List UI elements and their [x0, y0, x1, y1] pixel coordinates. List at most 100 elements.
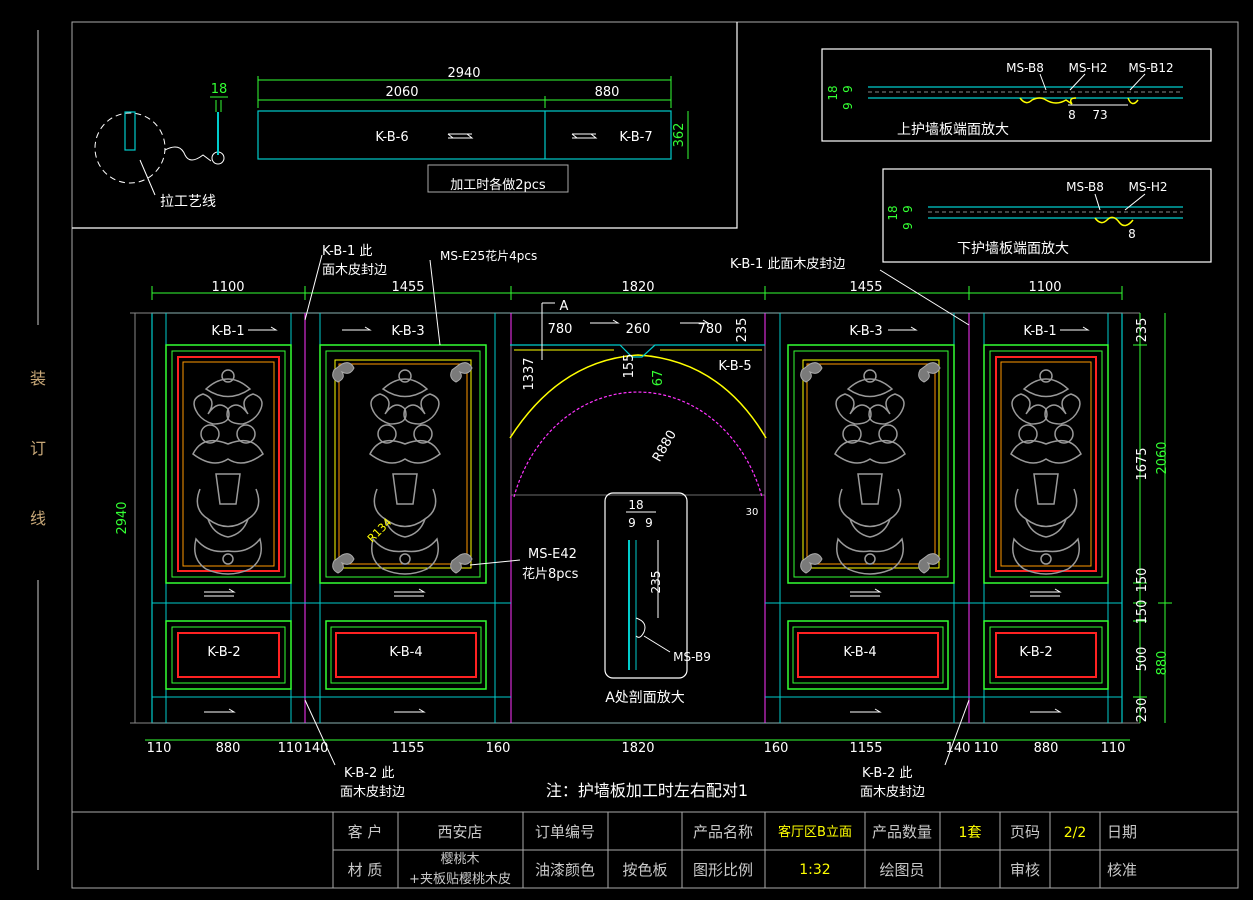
upper-label-msb8: MS-B8 — [1006, 61, 1044, 75]
upper-label-msh2: MS-H2 — [1069, 61, 1108, 75]
elevation-note: 注：护墙板加工时左右配对1 — [546, 781, 748, 800]
upper-label-msb12: MS-B12 — [1128, 61, 1173, 75]
arch-vert-155: 155 — [622, 354, 637, 379]
lower-section-detail: MS-B8 MS-H2 18 9 9 8 下护墙板端面放大 — [882, 168, 1212, 263]
lower-label-msb8: MS-B8 — [1066, 180, 1104, 194]
upper-panel-4 — [983, 344, 1109, 584]
panel-kb7-label: K-B-7 — [619, 130, 652, 145]
elevation: 1100 1455 1820 1455 1100 2940 — [115, 244, 1172, 800]
top-dim-4: 1455 — [849, 280, 882, 295]
upper-panel-label-2: K-B-3 — [391, 324, 424, 339]
section-a-dim-9b: 9 — [645, 516, 653, 530]
upper-dim-18: 18 — [826, 85, 840, 100]
right-dim-2060: 2060 — [1155, 441, 1170, 474]
arch-dim-235: 235 — [735, 318, 750, 343]
tb-label-date: 日期 — [1107, 823, 1137, 841]
lower-dim-9a: 9 — [901, 205, 915, 213]
arch-panel-label: K-B-5 — [718, 359, 751, 374]
callout-kb1-left-2: 面木皮封边 — [322, 263, 387, 278]
callout-mse42-2: 花片8pcs — [522, 566, 579, 582]
bottom-dim-11: 110 — [974, 741, 999, 756]
callout-kb2-right-2: 面木皮封边 — [860, 785, 925, 800]
bottom-dim-1: 110 — [147, 741, 172, 756]
section-mark-a: A — [560, 299, 569, 314]
bottom-dim-8: 160 — [764, 741, 789, 756]
upper-panel-label-3: K-B-3 — [849, 324, 882, 339]
top-dim-880: 880 — [595, 85, 620, 100]
tb-label-qty: 产品数量 — [872, 823, 932, 841]
top-note: 加工时各做2pcs — [450, 177, 546, 193]
thickness-dim: 18 — [211, 82, 228, 97]
bottom-dim-12: 880 — [1034, 741, 1059, 756]
section-a-dim-9a: 9 — [628, 516, 636, 530]
upper-panel-label-1: K-B-1 — [211, 324, 244, 339]
tb-label-scale: 图形比例 — [693, 861, 753, 879]
right-dim-150b: 150 — [1135, 600, 1150, 625]
bottom-dim-9: 1155 — [849, 741, 882, 756]
section-a-dim-18: 18 — [628, 498, 643, 512]
upper-panel-2 — [319, 344, 487, 584]
arch-dim-260: 260 — [626, 322, 651, 337]
lower-panel-4 — [983, 620, 1109, 690]
section-a-title: A处剖面放大 — [605, 690, 685, 706]
upper-dim-9a: 9 — [841, 85, 855, 93]
title-block: 客 户 西安店 订单编号 产品名称 客厅区B立面 产品数量 1套 页码 2/2 … — [71, 811, 1239, 889]
callout-kb1-right: K-B-1 此面木皮封边 — [730, 257, 845, 272]
callout-kb1-left-1: K-B-1 此 — [322, 244, 372, 259]
top-dim-3: 1820 — [621, 280, 654, 295]
callout-mse25: MS-E25花片4pcs — [440, 248, 537, 263]
groove-circle — [94, 112, 166, 184]
tb-value-page: 2/2 — [1064, 825, 1087, 841]
upper-panel-3 — [787, 344, 955, 584]
tb-label-drafter: 绘图员 — [879, 861, 924, 879]
upper-dim-8: 8 — [1068, 108, 1076, 122]
tb-label-approve: 核准 — [1107, 861, 1137, 879]
panel-kb6-label: K-B-6 — [375, 130, 408, 145]
tb-label-paint: 油漆颜色 — [535, 861, 595, 879]
upper-panel-1 — [165, 344, 292, 584]
arch-dim-780a: 780 — [548, 322, 573, 337]
bottom-dim-4: 140 — [304, 741, 329, 756]
tb-value-product: 客厅区B立面 — [778, 824, 852, 840]
right-dim-500: 500 — [1135, 647, 1150, 672]
section-a-dim-235: 235 — [649, 571, 663, 594]
lower-panel-3 — [787, 620, 949, 690]
binding-char-1: 装 — [30, 369, 46, 388]
tb-value-scale: 1:32 — [799, 862, 830, 878]
upper-panel-label-4: K-B-1 — [1023, 324, 1056, 339]
arch: 780 260 780 235 1337 155 67 R880 K-B-5 3… — [509, 299, 767, 518]
lower-panel-label-3: K-B-4 — [843, 645, 876, 660]
callout-kb2-right-1: K-B-2 此 — [862, 766, 912, 781]
bottom-dim-5: 1155 — [391, 741, 424, 756]
lower-panel-label-2: K-B-4 — [389, 645, 422, 660]
callout-mse42-1: MS-E42 — [528, 547, 577, 562]
upper-dim-9b: 9 — [841, 102, 855, 110]
tb-value-customer: 西安店 — [437, 823, 482, 841]
tb-value-material-2: +夹板贴樱桃木皮 — [409, 871, 511, 887]
upper-section-title: 上护墙板端面放大 — [897, 122, 1009, 138]
top-overall-dim: 2940 — [447, 66, 480, 81]
upper-section-detail: MS-B8 MS-H2 MS-B12 18 9 9 8 73 上护墙板端面放大 — [821, 48, 1212, 142]
lower-panel-1 — [165, 620, 292, 690]
top-dim-5: 1100 — [1028, 280, 1061, 295]
panel-kb6-kb7 — [257, 110, 672, 160]
bottom-dim-7: 1820 — [621, 741, 654, 756]
binding-char-2: 订 — [30, 439, 46, 458]
right-dim-230: 230 — [1135, 698, 1150, 723]
lower-dim-8: 8 — [1128, 227, 1136, 241]
detail-frame — [72, 22, 738, 229]
right-dim-880: 880 — [1155, 651, 1170, 676]
section-a-detail: 18 9 9 235 MS-B9 A处剖面放大 — [604, 492, 711, 706]
groove-label: 拉工艺线 — [160, 194, 216, 210]
arch-foot-dim: 30 — [746, 507, 759, 518]
lower-dim-9b: 9 — [901, 222, 915, 230]
right-dim-150a: 150 — [1135, 568, 1150, 593]
binding-char-3: 线 — [30, 509, 46, 528]
tb-label-customer: 客 户 — [348, 823, 383, 841]
radius-label: R134 — [365, 516, 394, 545]
top-height-dim: 362 — [672, 123, 687, 148]
bottom-dim-3: 110 — [278, 741, 303, 756]
right-dim-235: 235 — [1135, 318, 1150, 343]
bottom-dim-10: 140 — [946, 741, 971, 756]
